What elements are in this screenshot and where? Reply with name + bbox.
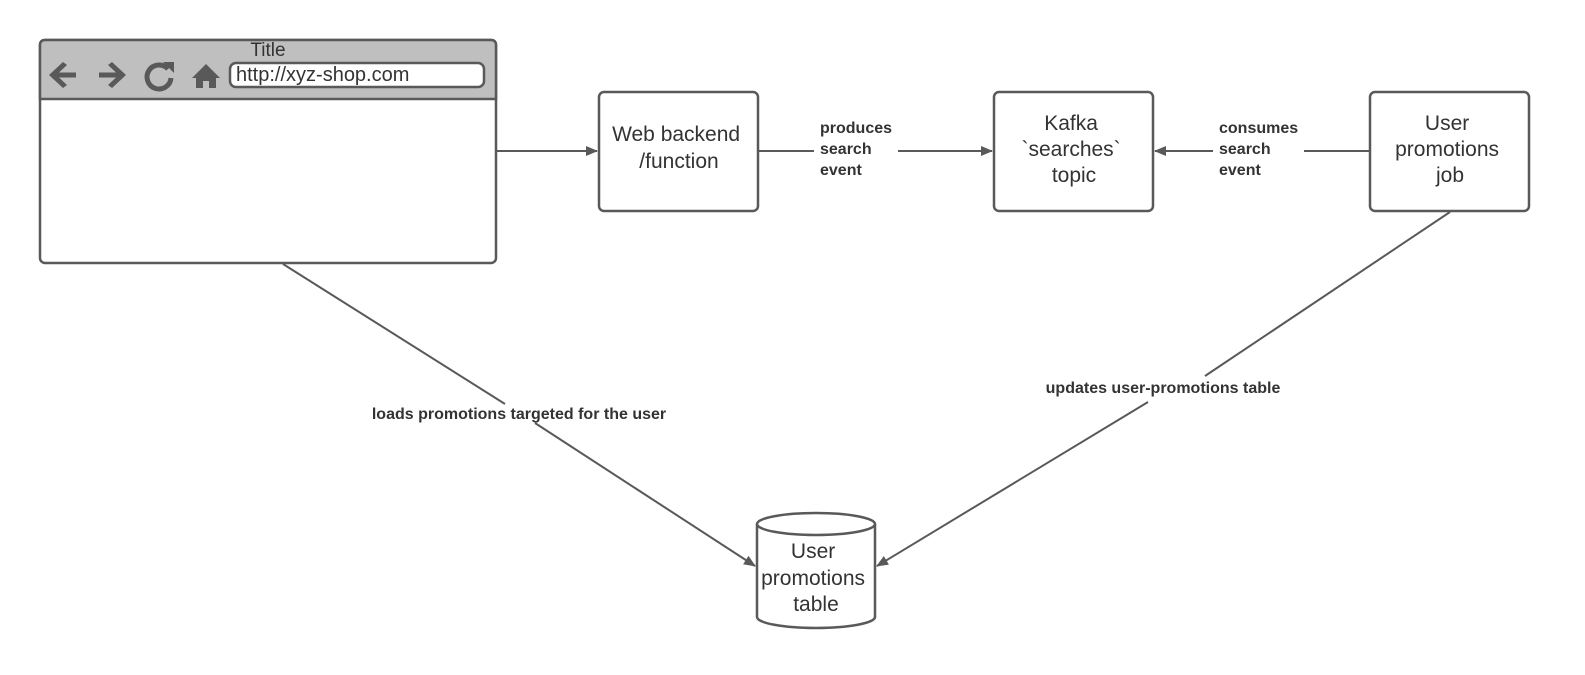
promotions-job-label-line: promotions	[1395, 138, 1499, 161]
back-arrow-icon[interactable]	[49, 62, 76, 88]
loads-line-segment	[282, 263, 506, 405]
browser-window: Title http://xyz-shop.com	[38, 38, 498, 265]
promotions-table-label-line: User	[791, 540, 835, 563]
produces-edge-label: produces	[820, 120, 892, 137]
svg-text:User promotions jo: User promotions job	[1395, 112, 1505, 187]
url-bar[interactable]	[228, 61, 486, 89]
web-backend-label-line: /function	[639, 150, 718, 173]
promotions-job-label-line: job	[1435, 164, 1464, 187]
promotions-table-label-line: promotions	[761, 567, 865, 590]
svg-text:Web backend /function: Web backend /function	[612, 123, 746, 173]
kafka-topic-node: Kafka `searches` topic	[992, 90, 1155, 213]
browser-title: Title	[250, 40, 285, 61]
kafka-label-line: `searches`	[1021, 138, 1120, 161]
updates-edge-label: updates user-promotions table	[1046, 380, 1281, 397]
promotions-table-database: User promotions table	[755, 511, 877, 630]
kafka-label-line: Kafka	[1044, 112, 1098, 135]
kafka-label-line: topic	[1052, 164, 1096, 187]
loads-edge-label: loads promotions targeted for the user	[372, 406, 666, 423]
consumes-edge-label: consumes	[1219, 120, 1298, 137]
promotions-table-label-line: table	[793, 593, 839, 616]
produces-edge-label: search	[820, 141, 872, 158]
svg-text:Kafka `searches` t: Kafka `searches` topic	[1021, 112, 1126, 187]
consumes-edge-label: search	[1219, 141, 1271, 158]
forward-arrow-icon[interactable]	[99, 62, 126, 88]
url-text: http://xyz-shop.com	[236, 64, 409, 86]
loads-arrow	[534, 422, 756, 567]
web-backend-label-line: Web backend	[612, 123, 740, 146]
updates-arrow	[876, 401, 1149, 567]
consumes-edge-label: event	[1219, 162, 1261, 179]
svg-text:produces search event: produces search event	[820, 120, 896, 179]
produces-edge-label: event	[820, 162, 862, 179]
svg-text:User promotions ta: User promotions table	[761, 540, 871, 616]
svg-text:consumes search event: consumes search event	[1219, 120, 1303, 179]
reload-icon[interactable]	[144, 62, 174, 92]
promotions-job-node: User promotions job	[1368, 90, 1531, 213]
home-icon[interactable]	[192, 64, 220, 88]
web-backend-node: Web backend /function	[597, 90, 760, 213]
updates-line-segment	[1204, 211, 1451, 377]
promotions-job-label-line: User	[1425, 112, 1469, 135]
